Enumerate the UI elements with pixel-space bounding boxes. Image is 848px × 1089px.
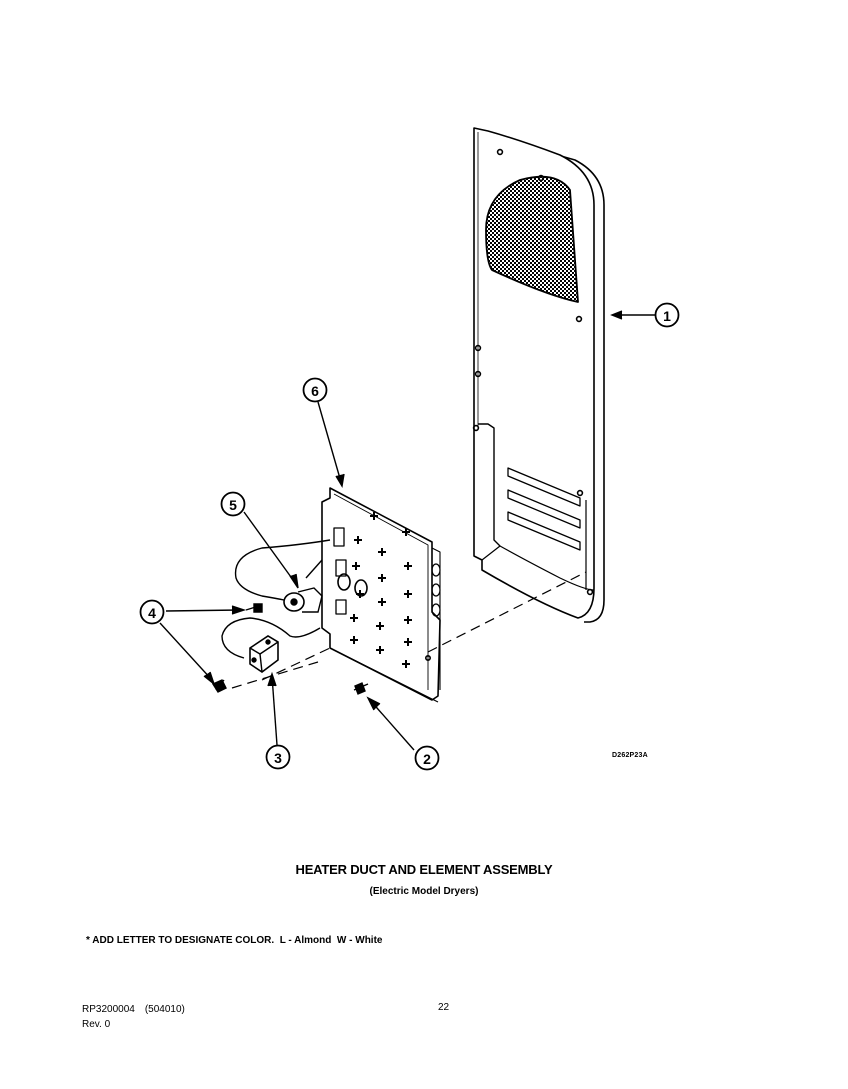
publication-code: (504010) — [144, 1004, 185, 1015]
callout-6-label: 6 — [311, 383, 319, 399]
heater-duct — [472, 127, 605, 623]
leader-lines — [159, 310, 655, 751]
page-title: HEATER DUCT AND ELEMENT ASSEMBLY — [295, 862, 553, 877]
callout-2-label: 2 — [423, 751, 431, 767]
wiring-and-controls — [211, 539, 369, 695]
color-note: * ADD LETTER TO DESIGNATE COLOR. L - Alm… — [86, 935, 383, 946]
footer-info: RP3200004 (504010) Rev. 0 — [82, 1002, 185, 1032]
callout-6 — [302, 377, 328, 403]
page-number: 22 — [438, 1002, 450, 1013]
callout-3-label: 3 — [274, 750, 282, 766]
heater-element-plate — [321, 487, 441, 703]
callout-2 — [414, 745, 440, 771]
revision: Rev. 0 — [82, 1019, 111, 1030]
drawing-code: D262P23A — [612, 752, 648, 759]
callout-5 — [220, 491, 246, 517]
callout-5-label: 5 — [229, 497, 237, 513]
callout-3 — [265, 744, 291, 770]
alignment-lines — [231, 571, 587, 689]
part-number: RP3200004 — [82, 1004, 135, 1015]
callout-1-label: 1 — [663, 308, 671, 324]
callout-4 — [139, 599, 165, 625]
callout-1 — [654, 302, 680, 328]
callout-4-label: 4 — [148, 605, 156, 621]
page-subtitle: (Electric Model Dryers) — [369, 886, 479, 897]
